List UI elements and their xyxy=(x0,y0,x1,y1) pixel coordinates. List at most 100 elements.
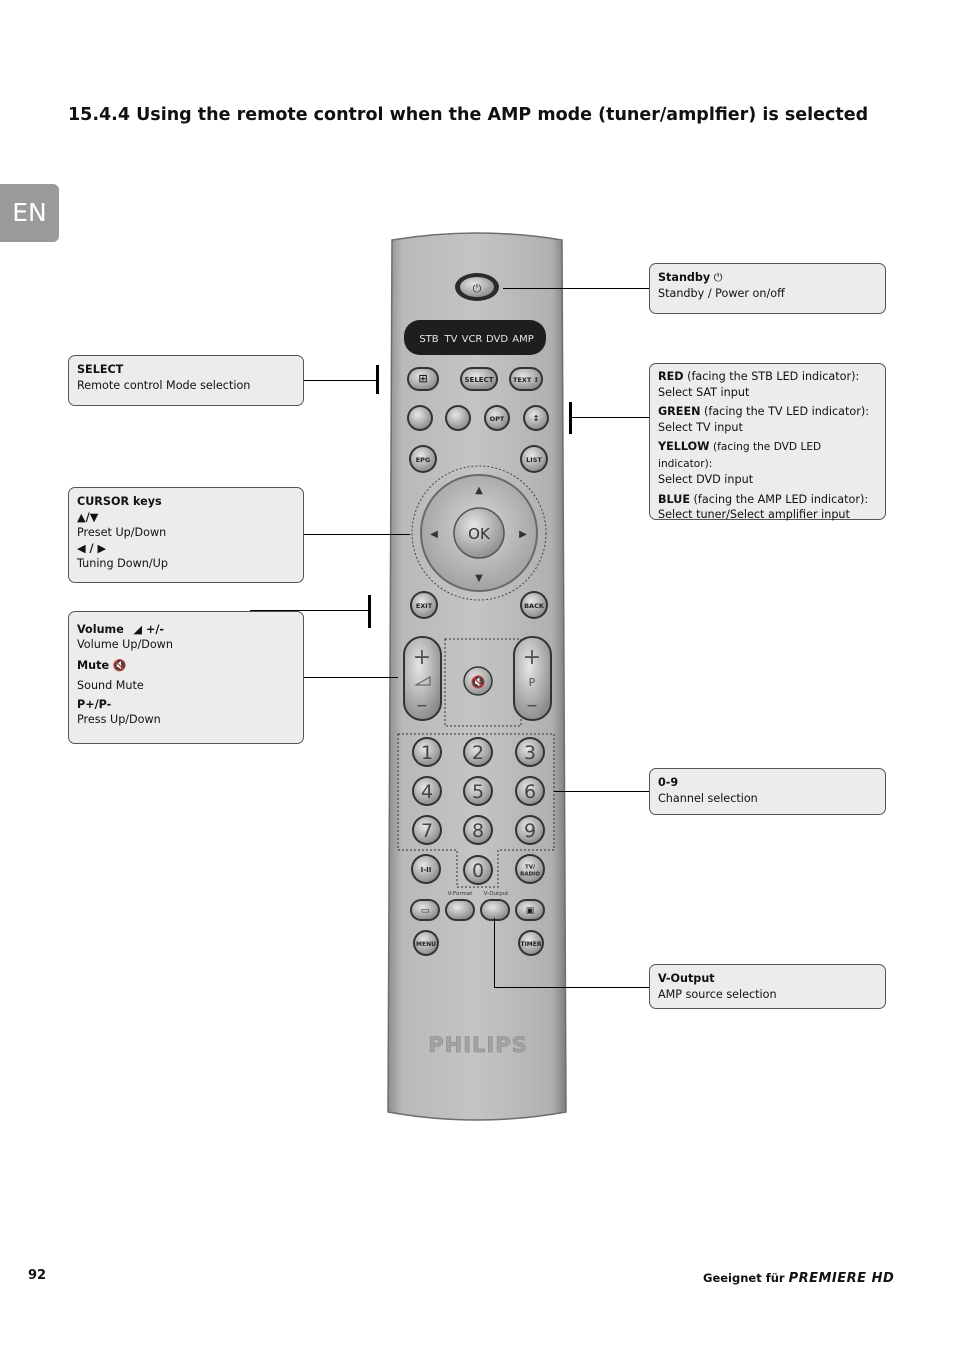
volume-leader-tick xyxy=(368,595,371,628)
footer-prefix: Geeignet für xyxy=(703,1271,785,1285)
svg-text:TIMER: TIMER xyxy=(520,941,541,948)
program-title: P+/P- xyxy=(77,697,112,711)
teletext-hold-button[interactable]: ▭ xyxy=(410,899,440,921)
digit-button-2[interactable]: 2 xyxy=(463,737,493,767)
yellow-note: (facing the DVD LED indicator): xyxy=(658,441,822,470)
v-output-button[interactable] xyxy=(480,899,510,921)
subtitle-button[interactable]: ⊞ xyxy=(407,367,439,391)
standby-callout: Standby ⏻ Standby / Power on/off xyxy=(649,263,886,314)
volume-leader-line xyxy=(304,677,398,678)
tv-radio-button[interactable]: TV/RADIO xyxy=(515,854,545,884)
volume-text: Volume Up/Down xyxy=(77,638,173,652)
cursor-up-icon[interactable]: ▲ xyxy=(475,485,483,496)
mute-button[interactable] xyxy=(463,666,493,696)
green-note: (facing the TV LED indicator): xyxy=(704,405,869,418)
power-icon: ⏻ xyxy=(713,271,723,284)
svg-text:TV/: TV/ xyxy=(525,865,536,871)
color-leader-line xyxy=(571,417,649,418)
text-button[interactable]: TEXT ↕ xyxy=(509,367,543,391)
voutput-text: AMP source selection xyxy=(658,987,777,1001)
timer-button[interactable]: TIMER xyxy=(518,930,544,956)
svg-text:MENU: MENU xyxy=(416,941,436,948)
digit-button-0[interactable]: 0 xyxy=(463,855,493,885)
digits-title: 0-9 xyxy=(658,776,679,789)
svg-text:EXIT: EXIT xyxy=(416,602,433,610)
digit-button-1[interactable]: 1 xyxy=(412,737,442,767)
v-format-label: V-Format xyxy=(448,891,474,897)
back-button[interactable]: BACK xyxy=(520,591,548,619)
svg-text:1: 1 xyxy=(421,742,433,764)
language-tab: EN xyxy=(0,184,59,242)
digit-button-9[interactable]: 9 xyxy=(515,815,545,845)
svg-text:⊞: ⊞ xyxy=(418,372,427,385)
select-leader-tick xyxy=(376,365,379,394)
red-button[interactable] xyxy=(407,405,433,431)
svg-text:2: 2 xyxy=(472,742,484,764)
color-keys-callout: RED (facing the STB LED indicator): Sele… xyxy=(649,363,886,521)
mode-label-tv: TV xyxy=(444,334,458,345)
digits-leader-line xyxy=(554,791,649,792)
mode-label-dvd: DVD xyxy=(486,334,508,345)
mute-text: Sound Mute xyxy=(77,678,144,692)
svg-text:3: 3 xyxy=(524,742,536,764)
program-label: P xyxy=(529,676,536,689)
dual-sound-button[interactable]: I-II xyxy=(411,854,441,884)
screen-button[interactable]: ▣ xyxy=(515,899,545,921)
epg-button[interactable]: EPG xyxy=(409,445,437,473)
mode-label-vcr: VCR xyxy=(462,334,483,345)
volume-title: Volume xyxy=(77,623,124,636)
footer-brand: PREMIERE HD xyxy=(788,1271,895,1286)
ok-button[interactable] xyxy=(453,507,505,559)
exit-button[interactable]: EXIT xyxy=(410,591,438,619)
volume-leader-line-top xyxy=(250,610,370,611)
color-leader-tick xyxy=(569,402,572,434)
mute-icon: 🔇 xyxy=(471,675,486,689)
svg-text:▭: ▭ xyxy=(421,906,430,916)
select-callout: SELECT Remote control Mode selection xyxy=(68,355,304,406)
ok-label: OK xyxy=(468,525,491,543)
svg-text:0: 0 xyxy=(472,860,484,882)
svg-text:BACK: BACK xyxy=(524,602,545,610)
cursor-right-icon[interactable]: ▶ xyxy=(519,529,527,540)
svg-text:SELECT: SELECT xyxy=(465,376,494,384)
red-text: Select SAT input xyxy=(658,385,750,399)
standby-text: Standby / Power on/off xyxy=(658,286,785,300)
digit-button-4[interactable]: 4 xyxy=(412,776,442,806)
volume-rocker[interactable] xyxy=(403,636,442,721)
select-leader-line xyxy=(304,380,378,381)
footer: Geeignet für PREMIERE HD xyxy=(703,1271,894,1286)
cursor-left-icon[interactable]: ◀ xyxy=(430,529,438,540)
list-button[interactable]: LIST xyxy=(520,445,548,473)
digit-button-3[interactable]: 3 xyxy=(515,737,545,767)
digit-button-6[interactable]: 6 xyxy=(515,776,545,806)
svg-text:5: 5 xyxy=(472,781,484,803)
svg-text:▣: ▣ xyxy=(526,906,535,916)
voutput-callout: V-Output AMP source selection xyxy=(649,964,886,1009)
digit-button-7[interactable]: 7 xyxy=(412,815,442,845)
volume-icon-small: ◢ xyxy=(133,623,142,636)
svg-text:OPT: OPT xyxy=(490,415,505,423)
blue-button[interactable]: ↕ xyxy=(523,405,549,431)
red-note: (facing the STB LED indicator): xyxy=(687,370,860,383)
volume-callout: Volume ◢+/- Volume Up/Down Mute 🔇 Sound … xyxy=(68,611,304,744)
blue-title: BLUE xyxy=(658,492,690,506)
cursor-down-icon[interactable]: ▼ xyxy=(475,573,483,584)
svg-text:RADIO: RADIO xyxy=(520,872,540,878)
v-format-button[interactable] xyxy=(445,899,475,921)
volume-title-suffix: +/- xyxy=(145,623,165,636)
voutput-leader-line xyxy=(494,987,649,988)
green-button[interactable] xyxy=(445,405,471,431)
cursor-title: CURSOR keys xyxy=(77,495,162,508)
digit-button-8[interactable]: 8 xyxy=(463,815,493,845)
svg-text:↕: ↕ xyxy=(533,414,540,423)
yellow-button[interactable]: OPT xyxy=(484,405,510,431)
select-button[interactable]: SELECT xyxy=(460,367,498,391)
power-button[interactable]: ⏻ xyxy=(455,273,499,301)
cursor-leader-line xyxy=(304,534,410,535)
yellow-title: YELLOW xyxy=(658,440,710,453)
digit-button-5[interactable]: 5 xyxy=(463,776,493,806)
menu-button[interactable]: MENU xyxy=(413,930,439,956)
program-rocker[interactable] xyxy=(513,636,552,721)
yellow-text: Select DVD input xyxy=(658,473,754,486)
